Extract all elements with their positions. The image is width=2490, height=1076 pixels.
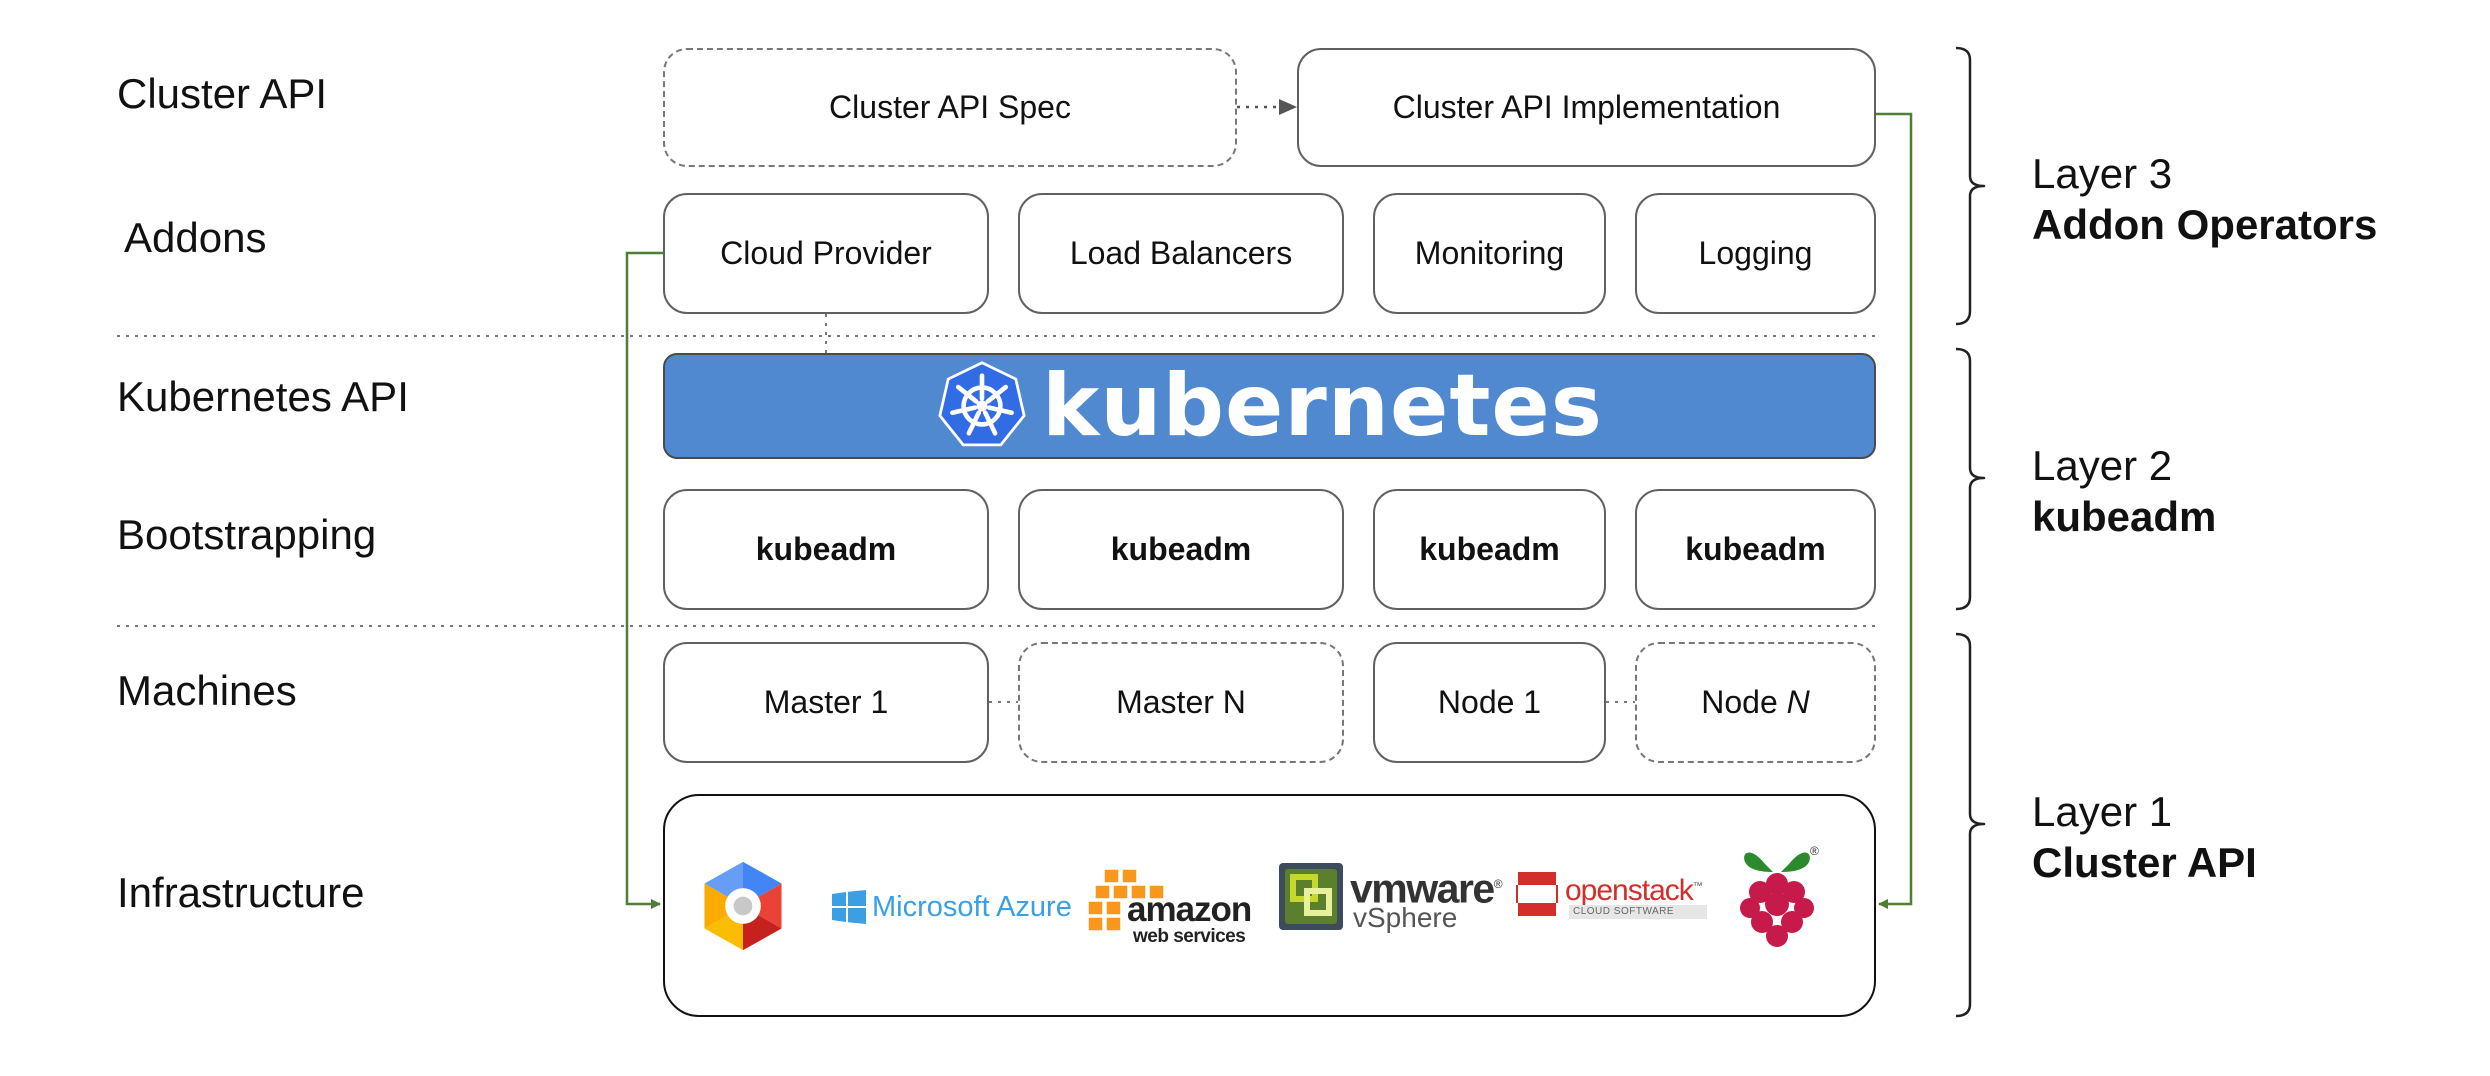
microsoft-azure-wordmark: Microsoft Azure (872, 891, 1072, 923)
row-label-cluster-api: Cluster API (117, 70, 328, 117)
kubeadm-label: kubeadm (1685, 531, 1826, 567)
layer-3-label: Layer 3 Addon Operators (2032, 148, 2377, 250)
addon-label: Load Balancers (1069, 235, 1293, 271)
cluster-api-spec-label: Cluster API Spec (829, 89, 1071, 125)
raspberry-pi-logo-icon (1740, 852, 1814, 947)
openstack-word: openstack (1565, 874, 1694, 907)
kubeadm-box-3: kubeadm (1373, 489, 1606, 610)
kubernetes-banner: kubernetes (663, 353, 1876, 459)
cluster-api-implementation-label: Cluster API Implementation (1392, 89, 1781, 125)
row-label-kubernetes-api: Kubernetes API (117, 373, 409, 420)
cloud-provider-to-infrastructure-arrow (625, 251, 663, 909)
gcp-logo-icon (704, 861, 782, 951)
addon-box-monitoring: Monitoring (1373, 193, 1606, 314)
machine-box-node-n: Node N (1635, 642, 1876, 763)
kubernetes-wordmark: kubernetes (1042, 356, 1603, 456)
vmware-registered-mark: ® (1493, 877, 1503, 891)
kubeadm-box-4: kubeadm (1635, 489, 1876, 610)
kubeadm-label: kubeadm (755, 531, 897, 567)
addon-label: Monitoring (1414, 235, 1565, 271)
row-label-machines: Machines (117, 667, 297, 714)
openstack-tm-mark: ™ (1692, 881, 1703, 892)
infrastructure-box: Microsoft Azure amazon web services vmwa… (663, 794, 1876, 1017)
addon-box-logging: Logging (1635, 193, 1876, 314)
kubeadm-label: kubeadm (1419, 531, 1560, 567)
openstack-wordmark: openstack™ (1565, 871, 1703, 907)
kubeadm-box-2: kubeadm (1018, 489, 1344, 610)
microsoft-azure-logo-icon (832, 890, 866, 924)
vmware-wordmark: vmware® (1350, 863, 1503, 910)
addon-box-load-balancers: Load Balancers (1018, 193, 1344, 314)
layer-1-name: Layer 1 (2032, 788, 2173, 835)
vsphere-wordmark: vSphere (1353, 902, 1458, 933)
node-n-variable: N (1786, 684, 1810, 720)
openstack-logo-icon (1516, 872, 1558, 916)
machine-box-master-n: Master N (1018, 642, 1344, 763)
layer-1-label: Layer 1 Cluster API (2032, 786, 2257, 888)
kubernetes-helm-icon (938, 361, 1026, 447)
layer-2-title: kubeadm (2032, 493, 2217, 541)
machine-box-master-1: Master 1 (663, 642, 989, 763)
row-label-infrastructure: Infrastructure (117, 869, 365, 916)
machine-label: Master 1 (763, 684, 889, 720)
node-n-prefix: Node (1701, 684, 1787, 720)
cluster-api-implementation-box: Cluster API Implementation (1297, 48, 1876, 167)
layer-2-label: Layer 2 kubeadm (2032, 440, 2216, 542)
row-label-addons: Addons (124, 214, 267, 261)
machine-label: Node 1 (1437, 684, 1542, 720)
implementation-to-infrastructure-arrow (1876, 112, 1913, 909)
aws-cubes-icon (1088, 868, 1165, 932)
machine-label: Node N (1701, 684, 1810, 721)
layer-2-name: Layer 2 (2032, 442, 2173, 489)
addon-label: Logging (1698, 235, 1813, 271)
kubeadm-label: kubeadm (1110, 531, 1252, 567)
kubeadm-box-1: kubeadm (663, 489, 989, 610)
layer-1-title: Cluster API (2032, 839, 2257, 887)
vsphere-logo-icon (1279, 863, 1343, 930)
vmware-word: vmware (1350, 865, 1495, 912)
layer-3-title: Addon Operators (2032, 201, 2378, 249)
aws-amazon-wordmark: amazon (1127, 890, 1252, 929)
addon-label: Cloud Provider (720, 235, 932, 271)
aws-webservices-wordmark: web services (1133, 926, 1246, 947)
layer-3-name: Layer 3 (2032, 150, 2173, 197)
machine-box-node-1: Node 1 (1373, 642, 1606, 763)
row-label-bootstrapping: Bootstrapping (117, 511, 377, 558)
cluster-api-spec-box: Cluster API Spec (663, 48, 1237, 167)
machine-label: Master N (1116, 684, 1246, 720)
raspberry-registered-mark: ® (1810, 844, 1819, 858)
addon-box-cloud-provider: Cloud Provider (663, 193, 989, 314)
openstack-tagline: CLOUD SOFTWARE (1569, 905, 1707, 919)
